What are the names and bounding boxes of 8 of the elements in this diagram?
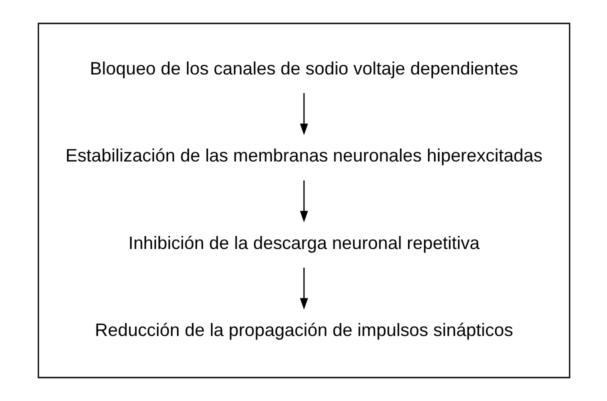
cluster: [37, 22, 570, 378]
node-text: Bloqueo de los canales de sodio voltaje dependientes: [89, 58, 518, 78]
arrow: [299, 93, 308, 136]
node-text: Reducción de la propagación de impulsos sinápticos: [94, 320, 513, 340]
node-text: Estabilización de las membranas neuronales hiperexcitadas: [64, 146, 542, 166]
arrow: [299, 268, 308, 310]
node-text: Inhibición de la descarga neuronal repetitiva: [128, 232, 480, 253]
arrow: [299, 180, 308, 222]
